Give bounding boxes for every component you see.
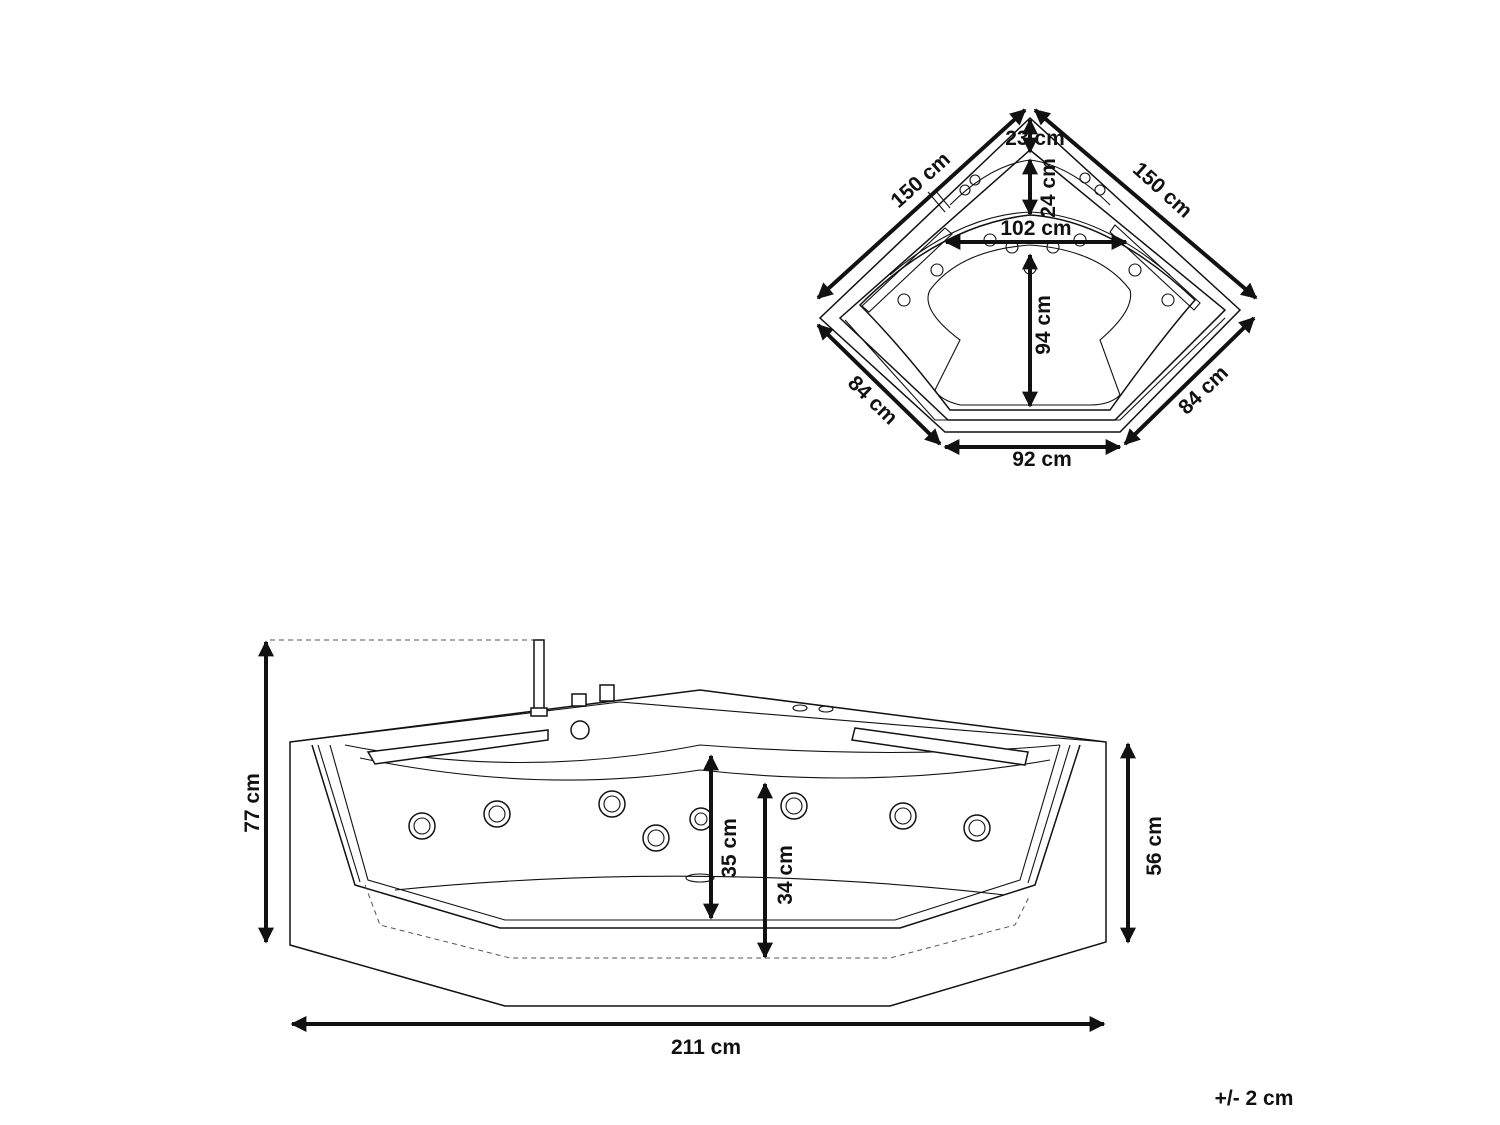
jet-icon	[889, 802, 917, 830]
jet-icon	[488, 805, 506, 823]
label-inner-length: 94 cm	[1032, 295, 1055, 355]
jet-icon	[603, 795, 621, 813]
front-view-body	[289, 689, 1107, 1007]
label-front-width: 92 cm	[1012, 448, 1072, 471]
jet-icon	[968, 819, 986, 837]
jet-icon	[897, 293, 911, 307]
valve-left-icon	[571, 693, 587, 707]
front-view-jets	[408, 790, 991, 852]
jet-icon	[1128, 263, 1142, 277]
dim-arrow-side-left	[816, 108, 1027, 300]
shower-base-icon	[530, 707, 548, 717]
jet-icon	[959, 184, 971, 196]
label-total-height: 77 cm	[241, 773, 264, 833]
label-tub-height: 56 cm	[1143, 816, 1166, 876]
headrest-left	[366, 729, 549, 765]
front-view-panel-edge-right	[1027, 744, 1071, 884]
overflow-icon	[818, 705, 834, 713]
jet-icon	[413, 817, 431, 835]
jet-icon	[780, 792, 808, 820]
top-view: 150 cm 150 cm 23 cm 24 cm 102 cm 94 cm 8…	[816, 108, 1258, 471]
front-view-hidden-base	[364, 884, 1031, 959]
front-view-panel-inner	[329, 744, 1061, 921]
label-side-right: 150 cm	[1128, 158, 1196, 223]
tolerance-note: +/- 2 cm	[1215, 1087, 1294, 1110]
shower-handle-icon	[533, 639, 545, 715]
jet-icon	[694, 812, 708, 826]
label-total-width: 211 cm	[671, 1036, 741, 1059]
control-knob-icon	[570, 720, 590, 740]
jet-icon	[1094, 184, 1106, 196]
jet-icon	[642, 824, 670, 852]
label-inner-width: 102 cm	[1000, 217, 1071, 240]
jet-icon	[1079, 172, 1091, 184]
label-water-depth: 35 cm	[718, 818, 741, 878]
jet-icon	[1161, 293, 1175, 307]
jet-icon	[647, 829, 665, 847]
jet-icon	[963, 814, 991, 842]
dim-arrow-side-right	[1033, 108, 1258, 300]
front-view: 77 cm 56 cm 35 cm 34 cm 211 cm	[241, 639, 1166, 1059]
jet-icon	[894, 807, 912, 825]
label-seat-depth: 24 cm	[1037, 158, 1060, 218]
jet-icon	[689, 807, 713, 831]
front-view-panel-edge	[317, 744, 361, 883]
jet-icon	[785, 797, 803, 815]
front-view-floor-curve	[394, 875, 1006, 896]
jet-icon	[408, 812, 436, 840]
label-rim-depth: 23 cm	[1005, 127, 1065, 150]
front-view-panel-outer	[311, 744, 1081, 929]
dim-arrow-front-left	[816, 323, 942, 446]
jet-icon	[930, 263, 944, 277]
jet-icon	[598, 790, 626, 818]
overflow-icon	[792, 704, 808, 712]
label-seat-height: 34 cm	[774, 845, 797, 905]
jet-icon	[483, 800, 511, 828]
front-view-rim	[289, 701, 1107, 743]
dim-arrow-front-right	[1123, 316, 1256, 446]
valve-right-icon	[599, 684, 615, 702]
front-view-back-curve-2	[359, 757, 1051, 781]
headrest-right	[851, 727, 1029, 766]
